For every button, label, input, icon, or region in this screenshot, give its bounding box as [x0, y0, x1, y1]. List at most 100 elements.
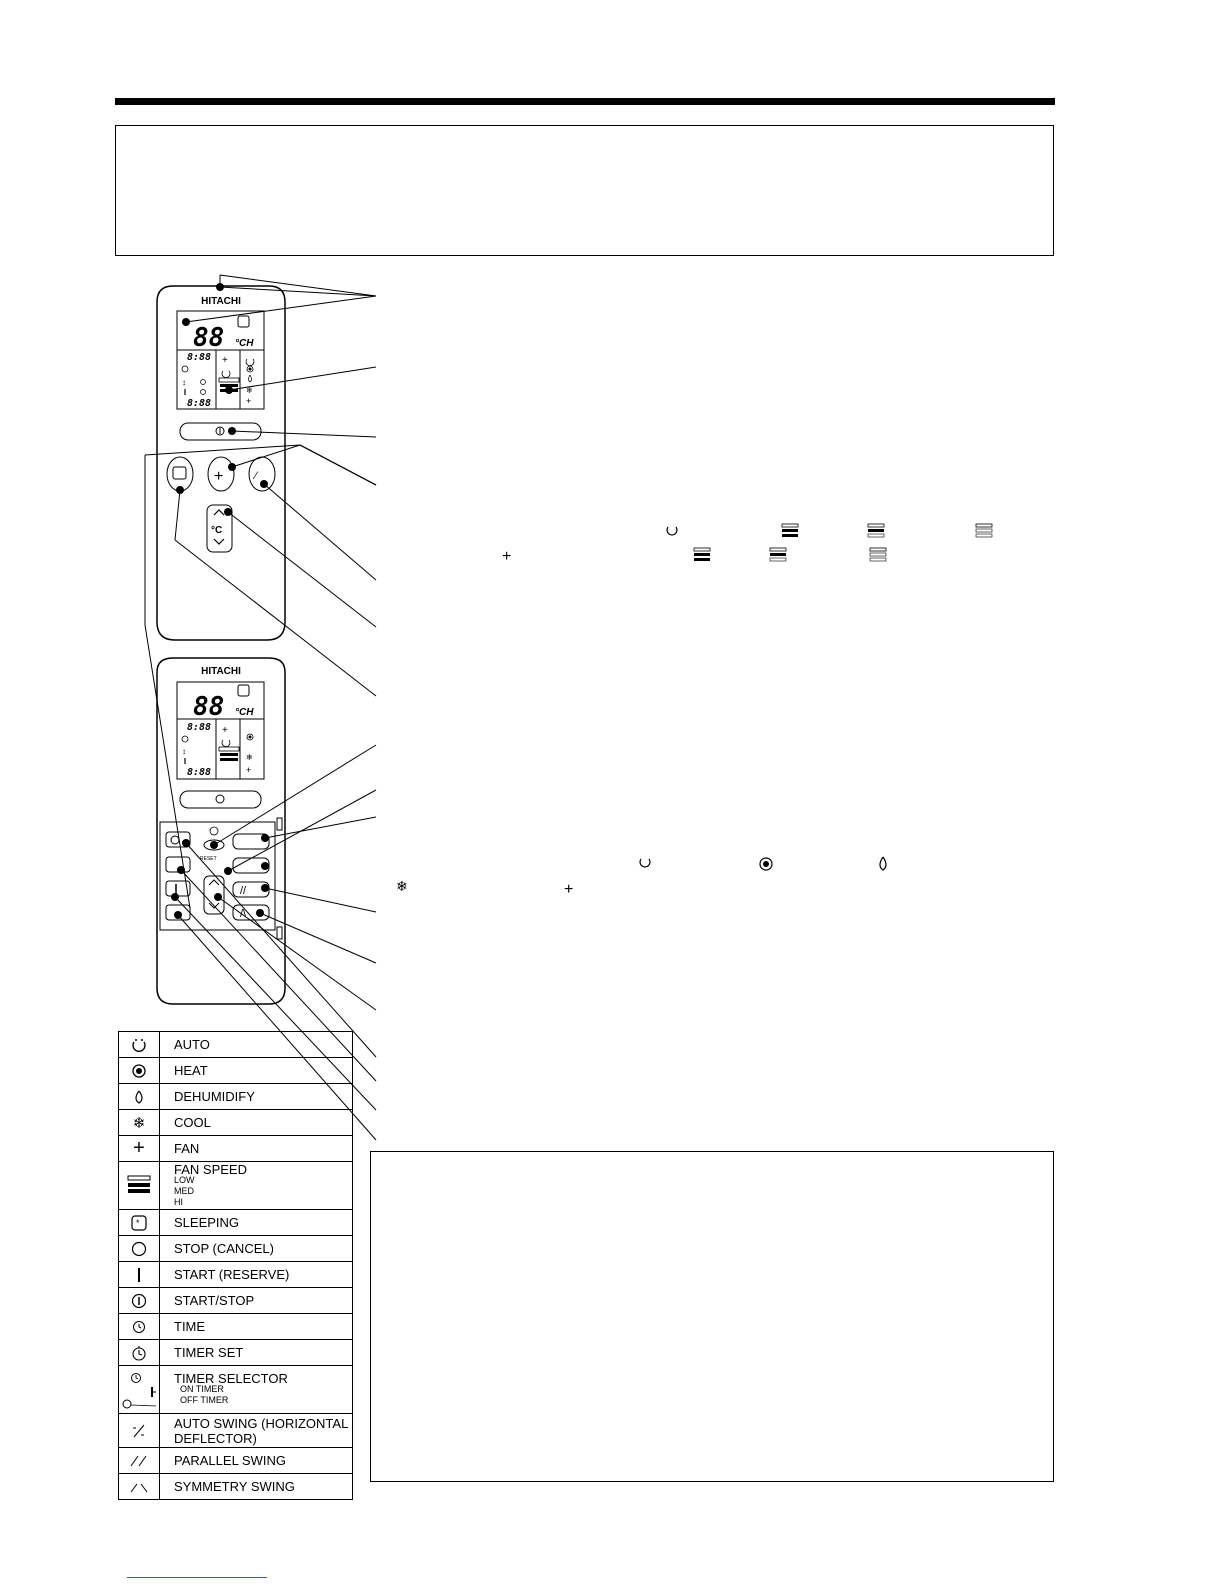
legend-label: AUTO SWING (HORIZONTAL DEFLECTOR): [159, 1413, 353, 1448]
auto-icon-2: [639, 858, 651, 868]
legend-row: PARALLEL SWING: [118, 1447, 353, 1474]
top-rule: [115, 98, 1055, 105]
legend-label: COOL: [159, 1109, 353, 1136]
legend-row: SYMMETRY SWING: [118, 1473, 353, 1500]
fan-speed-button[interactable]: [207, 456, 235, 492]
lcd-unit: °CH: [235, 338, 254, 349]
symmetry-swing-icon: [130, 1483, 148, 1492]
reset-label: RESET: [200, 856, 217, 862]
legend-row: + FAN: [118, 1135, 353, 1162]
temperature-button[interactable]: [206, 504, 233, 553]
auto-icon: [132, 1038, 146, 1052]
svg-text:❄: ❄: [246, 386, 253, 395]
remote-closed: HITACHI 88 °CH 8:88 8:88 ↕ + ❄ + +: [156, 285, 286, 641]
legend-label: PARALLEL SWING: [159, 1447, 353, 1474]
legend-label: AUTO: [159, 1031, 353, 1058]
lcd-screen: [176, 310, 265, 410]
svg-text:*: *: [136, 1218, 140, 1228]
dehumidify-icon: [879, 856, 887, 871]
legend-label: START (RESERVE): [159, 1261, 353, 1288]
legend-label: TIMER SET: [159, 1339, 353, 1366]
svg-text:↕: ↕: [182, 378, 186, 387]
legend-row: TIMER SELECTOR ON TIMER OFF TIMER: [118, 1365, 353, 1414]
lcd-timer-bottom-2: 8:88: [187, 767, 211, 778]
legend-row: FAN SPEED LOW MED HI: [118, 1161, 353, 1210]
heat-icon: [132, 1063, 146, 1078]
dehumidify-icon: [135, 1090, 143, 1104]
legend-label: START/STOP: [159, 1287, 353, 1314]
fan-icon: +: [118, 1135, 160, 1162]
svg-text:+: +: [246, 765, 251, 775]
parallel-swing-button[interactable]: [232, 881, 270, 898]
legend-row: TIME: [118, 1313, 353, 1340]
lcd-timer-top-2: 8:88: [187, 722, 211, 733]
legend-sub-off-timer: OFF TIMER: [180, 1395, 229, 1405]
fan-speed-med-icon: [867, 523, 885, 538]
fan-speed-icon: [127, 1175, 151, 1193]
mode-button[interactable]: [232, 833, 270, 850]
footer-link[interactable]: [127, 1577, 267, 1578]
svg-text:+: +: [222, 725, 228, 736]
header-box: [115, 125, 1054, 256]
timer-set-icon: [132, 1345, 146, 1361]
heat-icon: [759, 857, 773, 871]
legend-row: HEAT: [118, 1057, 353, 1084]
fan-speed-med-icon-2: [769, 547, 787, 562]
inline-icons-row2: ❄ +: [396, 856, 887, 898]
legend-label: STOP (CANCEL): [159, 1235, 353, 1262]
legend-row: STOP (CANCEL): [118, 1235, 353, 1262]
legend-sub-on-timer: ON TIMER: [180, 1384, 224, 1394]
legend-sub-low: LOW: [174, 1174, 195, 1185]
cool-icon: ❄: [118, 1109, 160, 1136]
fan-speed-low-icon: [975, 523, 993, 538]
legend-row: START (RESERVE): [118, 1261, 353, 1288]
legend-row: ❄ COOL: [118, 1109, 353, 1136]
lcd-unit-2: °CH: [235, 707, 254, 718]
leader-dots: [171, 283, 269, 919]
fan-speed-hi-icon: [781, 523, 799, 537]
lcd-timer-bottom: 8:88: [187, 398, 211, 409]
start-stop-button-2[interactable]: [179, 790, 262, 809]
legend-label: HEAT: [159, 1057, 353, 1084]
legend-label: FAN SPEED: [174, 1161, 247, 1177]
fan-icon-2: +: [564, 881, 573, 898]
legend-row: TIMER SET: [118, 1339, 353, 1366]
time-icon: [133, 1320, 145, 1333]
sleeping-icon: *: [131, 1214, 147, 1231]
legend-table: AUTO HEAT DEHUMIDIFY ❄ COOL + FAN FAN SP…: [118, 1031, 353, 1500]
auto-icon: [666, 526, 678, 536]
legend-row: * SLEEPING: [118, 1209, 353, 1236]
legend-row: AUTO: [118, 1031, 353, 1058]
svg-text:/\: /\: [240, 908, 247, 920]
svg-text:↕: ↕: [182, 747, 186, 756]
remote-open: HITACHI 88 °CH 8:88 8:88 ↕ + ❄ + RESET: [156, 657, 286, 1005]
note-box: [370, 1151, 1054, 1482]
svg-text:❄: ❄: [246, 753, 253, 762]
brand-logo-2: HITACHI: [201, 666, 241, 677]
legend-label: DEHUMIDIFY: [159, 1083, 353, 1110]
fan-icon: +: [502, 548, 511, 565]
legend-row: DEHUMIDIFY: [118, 1083, 353, 1110]
temp-unit-label: °C: [211, 525, 222, 536]
inline-icons-row1: +: [502, 523, 993, 565]
legend-label: FAN: [159, 1135, 353, 1162]
lcd-temp-digits: 88: [193, 323, 224, 353]
auto-swing-icon: [133, 1424, 145, 1437]
legend-row: START/STOP: [118, 1287, 353, 1314]
timer-selector-icon: [122, 1372, 156, 1408]
cool-icon: ❄: [396, 878, 408, 894]
fan-speed-low-icon-2: [869, 547, 887, 562]
legend-label: SYMMETRY SWING: [159, 1473, 353, 1500]
brand-logo: HITACHI: [201, 296, 241, 307]
svg-text:+: +: [214, 468, 223, 485]
lcd-temp-digits-2: 88: [193, 692, 224, 722]
fan-speed-hi-icon-2: [693, 547, 711, 561]
lcd-screen-2: [176, 681, 265, 780]
legend-sub-med: MED: [174, 1185, 194, 1196]
legend-label: SLEEPING: [159, 1209, 353, 1236]
legend-label: TIMER SELECTOR: [174, 1371, 288, 1386]
svg-text:⁄: ⁄: [252, 470, 259, 482]
start-icon: [138, 1267, 140, 1282]
stop-icon: [131, 1241, 147, 1256]
start-stop-icon: [131, 1293, 147, 1308]
